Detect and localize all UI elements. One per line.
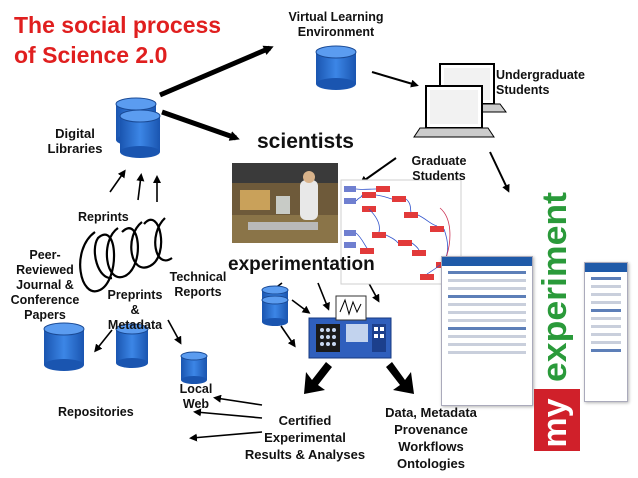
scribble-loops [79, 217, 173, 293]
cylinder-digital-libraries-front [119, 109, 161, 158]
label-reprints: Reprints [78, 210, 129, 224]
label-preprints: Preprints&Metadata [107, 288, 163, 332]
label-scientists: scientists [257, 130, 354, 153]
web-screenshot-side [584, 262, 628, 402]
title-line-2: of Science 2.0 [14, 42, 168, 68]
bold-arrow-down-right [386, 362, 414, 394]
arrow-cert-repos-2 [189, 431, 263, 442]
laptop-front [413, 85, 495, 138]
cylinder-repo-2 [115, 323, 149, 368]
diagram-title: The social process of Science 2.0 [14, 10, 264, 70]
arrow-to-scientists [161, 109, 240, 141]
web-screenshot-large [441, 256, 533, 406]
arrow-grad-workflow [359, 157, 397, 184]
arrow-db-down [280, 325, 296, 348]
arrow-exp-instrument [317, 282, 330, 311]
arrow-up-1 [109, 169, 126, 193]
logo-experiment: experiment [536, 192, 574, 382]
arrow-cert-repos-1 [193, 408, 263, 419]
arrow-down-1 [94, 329, 113, 353]
cylinder-local-web [180, 351, 208, 384]
bold-arrow-down-left [304, 362, 332, 394]
arrow-cert-localweb [213, 394, 263, 406]
lab-photo [232, 163, 338, 243]
instrument-icon [308, 295, 392, 359]
arrow-db-instrument [291, 299, 311, 314]
label-experimentation: experimentation [228, 254, 375, 275]
title-line-1: The social process [14, 12, 222, 38]
arrow-to-vle [159, 45, 274, 98]
cylinder-repo-1 [43, 322, 85, 371]
myexperiment-logo: my experiment [532, 191, 582, 453]
arrow-undergrad-myexp [489, 151, 510, 193]
arrow-down-3 [167, 319, 182, 345]
cylinder-vle [315, 45, 357, 90]
arrow-vle-undergrad [371, 71, 419, 88]
cylinder-experiment-front [261, 295, 289, 326]
logo-my: my [536, 398, 574, 447]
label-repositories: Repositories [58, 405, 134, 419]
arrow-up-2 [136, 173, 145, 201]
